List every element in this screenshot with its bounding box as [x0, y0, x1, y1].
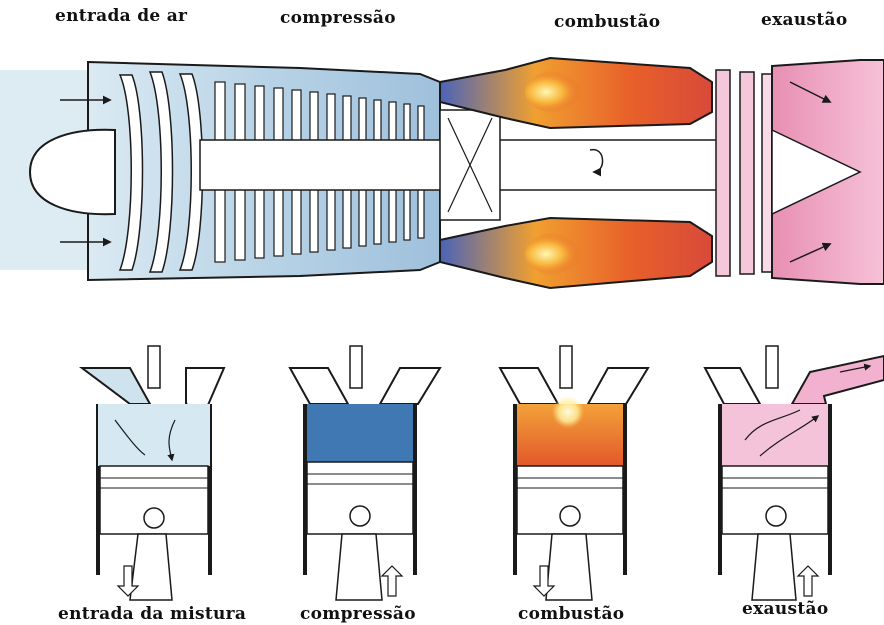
- label-piston-exhaust: exaustão: [742, 599, 829, 619]
- label-piston-combustion: combustão: [518, 604, 624, 624]
- piston-compression: [290, 346, 440, 600]
- flame-bottom: [525, 232, 595, 276]
- label-engine-compression: compressão: [280, 8, 396, 28]
- label-piston-intake: entrada da mistura: [58, 604, 246, 624]
- piston-combustion: [500, 346, 648, 600]
- turbine-stages: [716, 70, 772, 276]
- jet-engine: [0, 58, 884, 288]
- piston-intake: [82, 346, 224, 600]
- label-engine-intake: entrada de ar: [55, 6, 187, 26]
- piston-exhaust: [705, 346, 884, 600]
- label-piston-compression: compressão: [300, 604, 416, 624]
- label-engine-exhaust: exaustão: [761, 10, 848, 30]
- flame-top: [525, 70, 595, 114]
- label-engine-combustion: combustão: [554, 12, 660, 32]
